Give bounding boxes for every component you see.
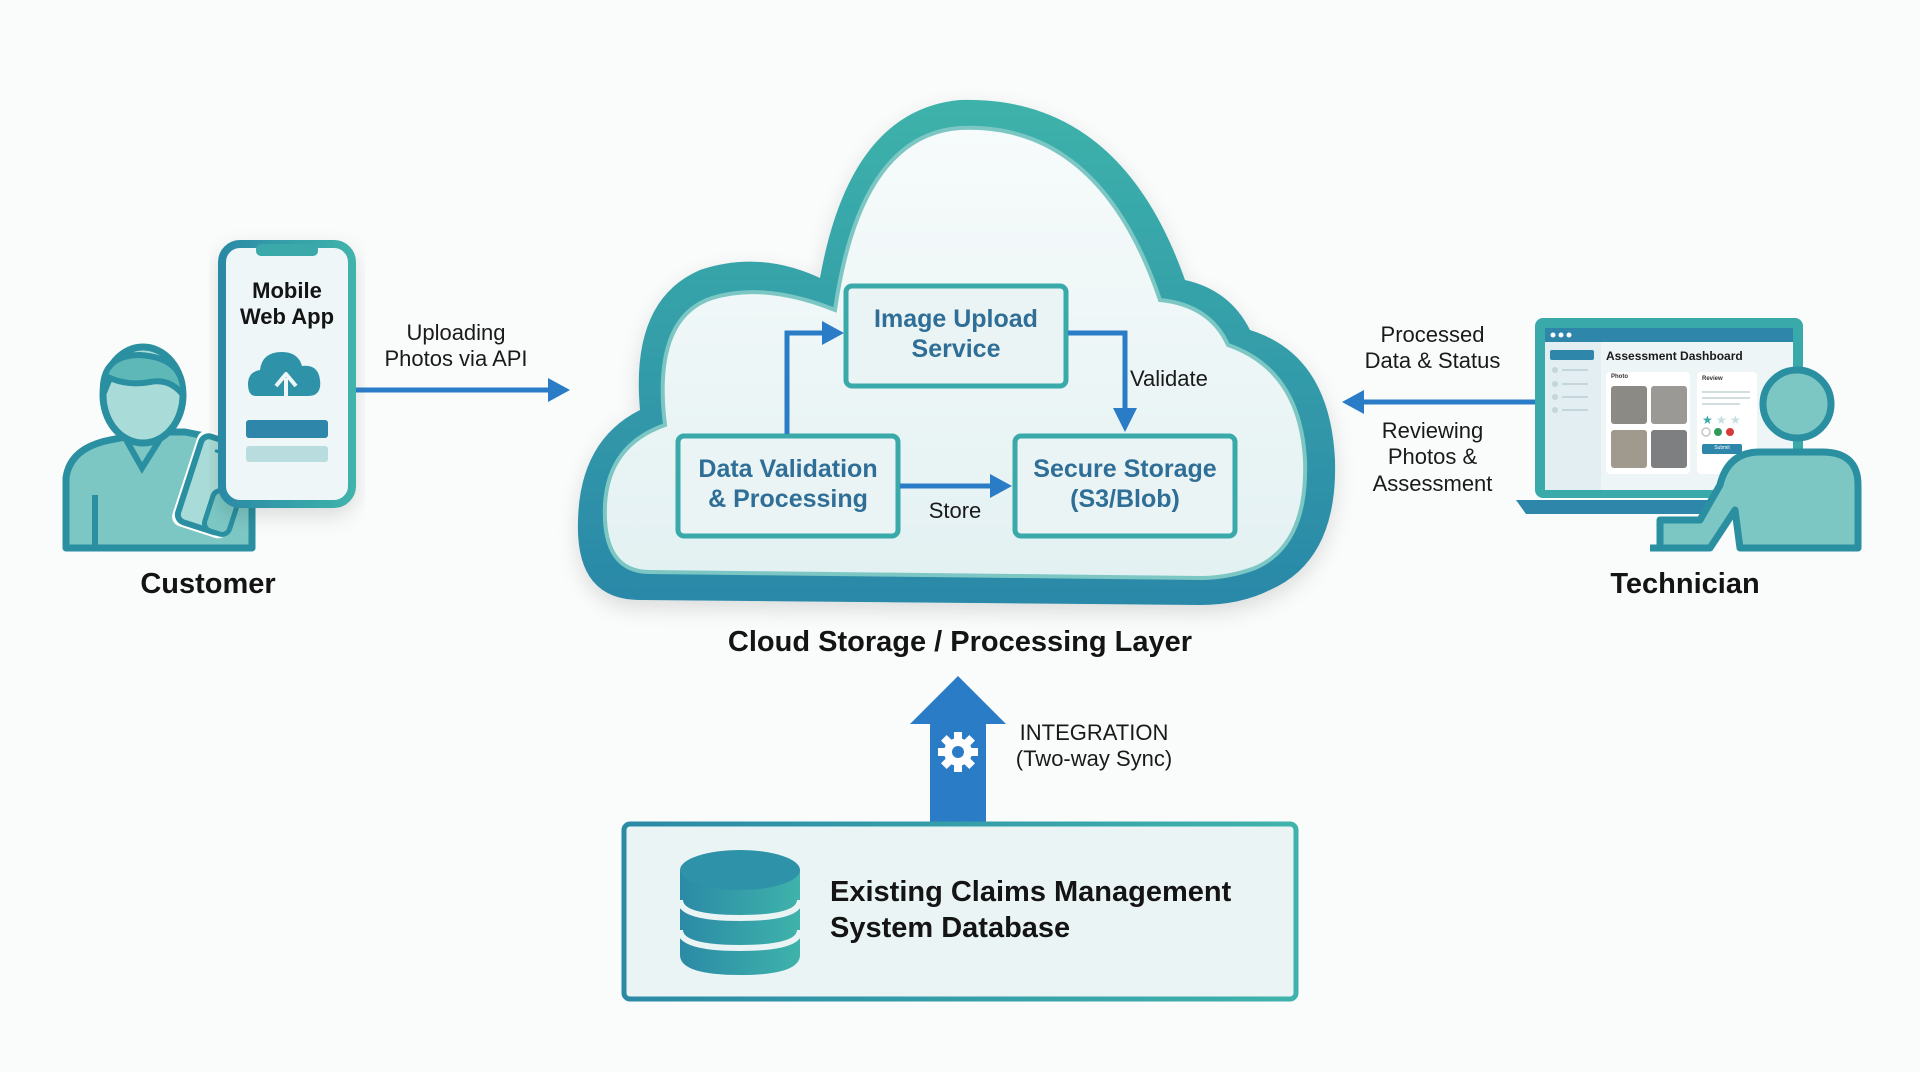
data-validation-line1: Data Validation — [698, 455, 878, 483]
mobile-app-label-line2: Web App — [239, 303, 335, 329]
svg-text:★: ★ — [1730, 413, 1741, 427]
svg-text:★: ★ — [1702, 413, 1713, 427]
processed-edge-label: Processed Data & Status — [1350, 322, 1515, 375]
reviewing-edge-line3: Assessment — [1372, 470, 1493, 496]
technician-label: Technician — [1610, 568, 1760, 600]
image-upload-line2: Service — [911, 335, 1001, 363]
upload-edge-label: Uploading Photos via API — [366, 320, 546, 373]
database-label-line1: Existing Claims Management — [830, 876, 1232, 908]
processed-edge-line1: Processed — [1380, 322, 1485, 347]
reviewing-edge-line2: Photos & — [1387, 444, 1478, 470]
data-validation-line2: & Processing — [708, 485, 868, 513]
to-upload-arrow — [784, 330, 826, 434]
technician-person-icon — [1650, 366, 1862, 552]
image-upload-service-box — [843, 283, 1069, 389]
reviewing-edge-label: Reviewing Photos & Assessment — [1350, 418, 1515, 497]
store-arrow-head — [990, 474, 1012, 498]
cloud-layer-label: Cloud Storage / Processing Layer — [727, 626, 1193, 658]
integration-line1: INTEGRATION — [1019, 720, 1169, 745]
data-validation-box — [675, 433, 901, 539]
app-progress-bar — [246, 420, 328, 438]
to-upload-arrow-head — [822, 321, 844, 345]
processed-edge-line2: Data & Status — [1364, 348, 1501, 374]
cloud-upload-icon — [248, 352, 321, 402]
upload-edge-line2: Photos via API — [384, 346, 528, 372]
dashboard-title: Assessment Dashboard — [1606, 349, 1743, 363]
integration-label: INTEGRATION (Two-way Sync) — [1004, 720, 1184, 773]
mobile-app-label: Mobile Web App — [228, 278, 346, 330]
dashboard-photo-header: Photo — [1611, 374, 1628, 380]
reviewing-edge-line1: Reviewing — [1381, 418, 1484, 443]
secure-storage-box — [1012, 433, 1238, 539]
store-label: Store — [928, 498, 982, 523]
customer-label: Customer — [140, 568, 276, 600]
integration-line2: (Two-way Sync) — [1015, 746, 1173, 772]
database-label: Existing Claims Management System Databa… — [830, 874, 1231, 947]
upload-arrow-head — [548, 378, 570, 402]
gear-icon — [938, 732, 978, 772]
secure-storage-line2: (S3/Blob) — [1070, 485, 1180, 513]
validate-arrow — [1068, 330, 1128, 410]
processed-data-arrow-head — [1342, 390, 1364, 414]
upload-edge-line1: Uploading — [406, 320, 506, 345]
secure-storage-label: Secure Storage (S3/Blob) — [1015, 454, 1235, 514]
database-label-line2: System Database — [830, 912, 1071, 945]
mobile-app-label-line1: Mobile — [252, 278, 322, 303]
secure-storage-line1: Secure Storage — [1033, 455, 1217, 483]
image-upload-service-label: Image Upload Service — [846, 304, 1066, 364]
dashboard-review-header: Review — [1702, 376, 1723, 382]
database-icon — [677, 850, 803, 975]
validate-arrow-head — [1113, 408, 1137, 432]
image-upload-line1: Image Upload — [874, 305, 1038, 333]
data-validation-label: Data Validation & Processing — [678, 454, 898, 514]
validate-label: Validate — [1130, 366, 1208, 391]
dashboard-submit-button: Submit — [1714, 445, 1730, 451]
app-placeholder-bar — [246, 446, 328, 462]
svg-text:★: ★ — [1716, 413, 1727, 427]
